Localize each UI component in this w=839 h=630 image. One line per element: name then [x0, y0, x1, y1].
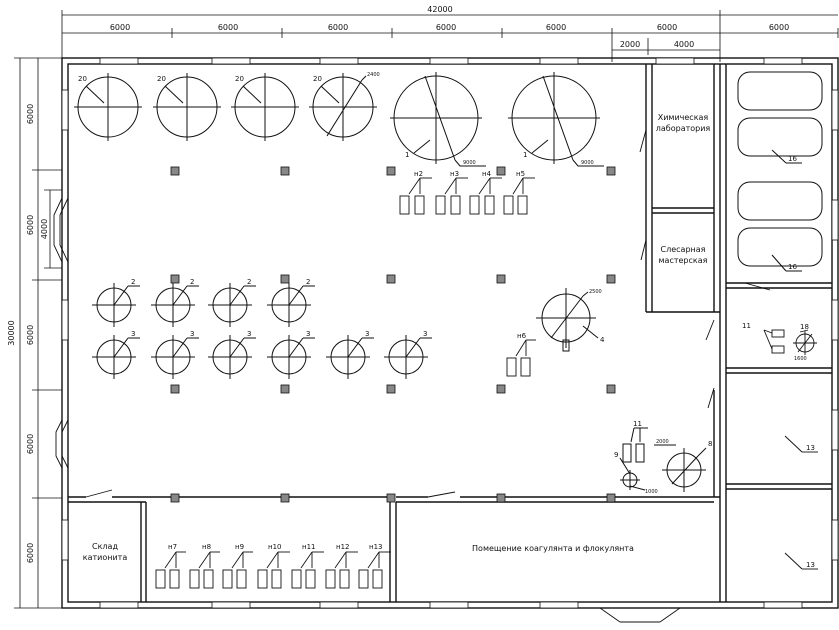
tank-1-label: 1 [523, 151, 527, 159]
dim-left-sub: 4000 [40, 219, 49, 239]
dim-overall-top: 42000 [427, 5, 452, 14]
item-13-group [784, 435, 818, 570]
workshop-label: Слесарная [661, 245, 706, 254]
dim-top-bay: 6000 [436, 23, 456, 32]
filter-3-label: 3 [131, 330, 135, 338]
size-9000-label: 9000 [581, 160, 594, 166]
dim-top-sub: 4000 [674, 40, 694, 49]
filter-3-label: 3 [365, 330, 369, 338]
tank-1-group [390, 72, 604, 167]
doors [53, 129, 771, 623]
item-11-label: 11 [633, 420, 642, 428]
building-walls [61, 57, 839, 609]
filter-2-group [92, 283, 315, 327]
item-9-label: 9 [614, 451, 618, 459]
tank-20-label: 20 [78, 75, 87, 83]
filter-3-group [92, 335, 432, 379]
tank-4-label: 4 [600, 336, 605, 344]
dim-top-bay: 6000 [657, 23, 677, 32]
pump-label: н8 [202, 543, 211, 551]
workshop-label: мастерская [659, 256, 708, 265]
cationite-store-label: катионита [83, 553, 128, 562]
item-8-label: 8 [708, 440, 712, 448]
coagulant-room-label: Помещение коагулянта и флокулянта [472, 544, 634, 553]
tank-4 [536, 288, 599, 352]
item-11-label: 11 [742, 322, 751, 330]
chem-lab-label: лаборатория [656, 124, 711, 133]
dim-top-bay: 6000 [328, 23, 348, 32]
dim-left-bay: 6000 [26, 543, 35, 563]
top-dimensions [61, 10, 839, 62]
pump-label: н9 [235, 543, 244, 551]
filter-3-label: 3 [247, 330, 251, 338]
filter-3-label: 3 [306, 330, 310, 338]
tank-1-label: 1 [405, 151, 409, 159]
pump-label: н7 [168, 543, 177, 551]
tank-16-group [737, 71, 823, 272]
filter-2-label: 2 [247, 278, 251, 286]
filter-3-label: 3 [190, 330, 194, 338]
pump-label: н4 [482, 170, 492, 178]
item-13-label: 13 [806, 561, 815, 569]
size-1000-label: 1000 [645, 489, 658, 495]
dim-overall-left: 30000 [7, 320, 16, 345]
pump-label: н13 [369, 543, 382, 551]
dim-top-bay: 6000 [110, 23, 130, 32]
tank-8-group [619, 427, 707, 492]
item-18-group [763, 329, 817, 355]
filter-2-label: 2 [306, 278, 310, 286]
pump-label: н10 [268, 543, 281, 551]
tank-20-label: 20 [235, 75, 244, 83]
pump-label: н11 [302, 543, 315, 551]
dim-left-bay: 6000 [26, 325, 35, 345]
chem-lab-label: Химическая [658, 113, 709, 122]
windows [61, 57, 839, 609]
item-16-label: 16 [788, 155, 797, 163]
dim-top-sub: 2000 [620, 40, 640, 49]
pump-label: н2 [414, 170, 423, 178]
pump-6 [506, 339, 536, 377]
item-18-label: 18 [800, 323, 809, 331]
size-9000-label: 9000 [463, 160, 476, 166]
size-2400-label: 2400 [367, 72, 380, 78]
columns [170, 166, 616, 503]
size-1600-label: 1600 [794, 356, 807, 362]
pump-label: н5 [516, 170, 525, 178]
item-13-label: 13 [806, 444, 815, 452]
item-16-label: 16 [788, 263, 797, 271]
tank-20-label: 20 [313, 75, 322, 83]
cationite-store-label: Склад [92, 542, 118, 551]
size-2500-label: 2500 [589, 289, 602, 295]
dim-top-bay: 6000 [218, 23, 238, 32]
pumps-top-group [399, 177, 535, 215]
pump-label: н6 [517, 332, 527, 340]
filter-3-label: 3 [423, 330, 427, 338]
tank-20-label: 20 [157, 75, 166, 83]
dim-left-bay: 6000 [26, 104, 35, 124]
size-2000-label: 2000 [656, 439, 669, 445]
pump-label: н12 [336, 543, 349, 551]
pump-label: н3 [450, 170, 459, 178]
tank-20-group [74, 73, 377, 141]
dim-top-bay: 6000 [546, 23, 566, 32]
left-dimensions [14, 57, 62, 609]
filter-2-label: 2 [190, 278, 194, 286]
dim-left-bay: 6000 [26, 215, 35, 235]
dim-left-bay: 6000 [26, 434, 35, 454]
filter-2-label: 2 [131, 278, 135, 286]
dim-top-bay: 6000 [769, 23, 789, 32]
pumps-bottom-group [155, 551, 391, 589]
